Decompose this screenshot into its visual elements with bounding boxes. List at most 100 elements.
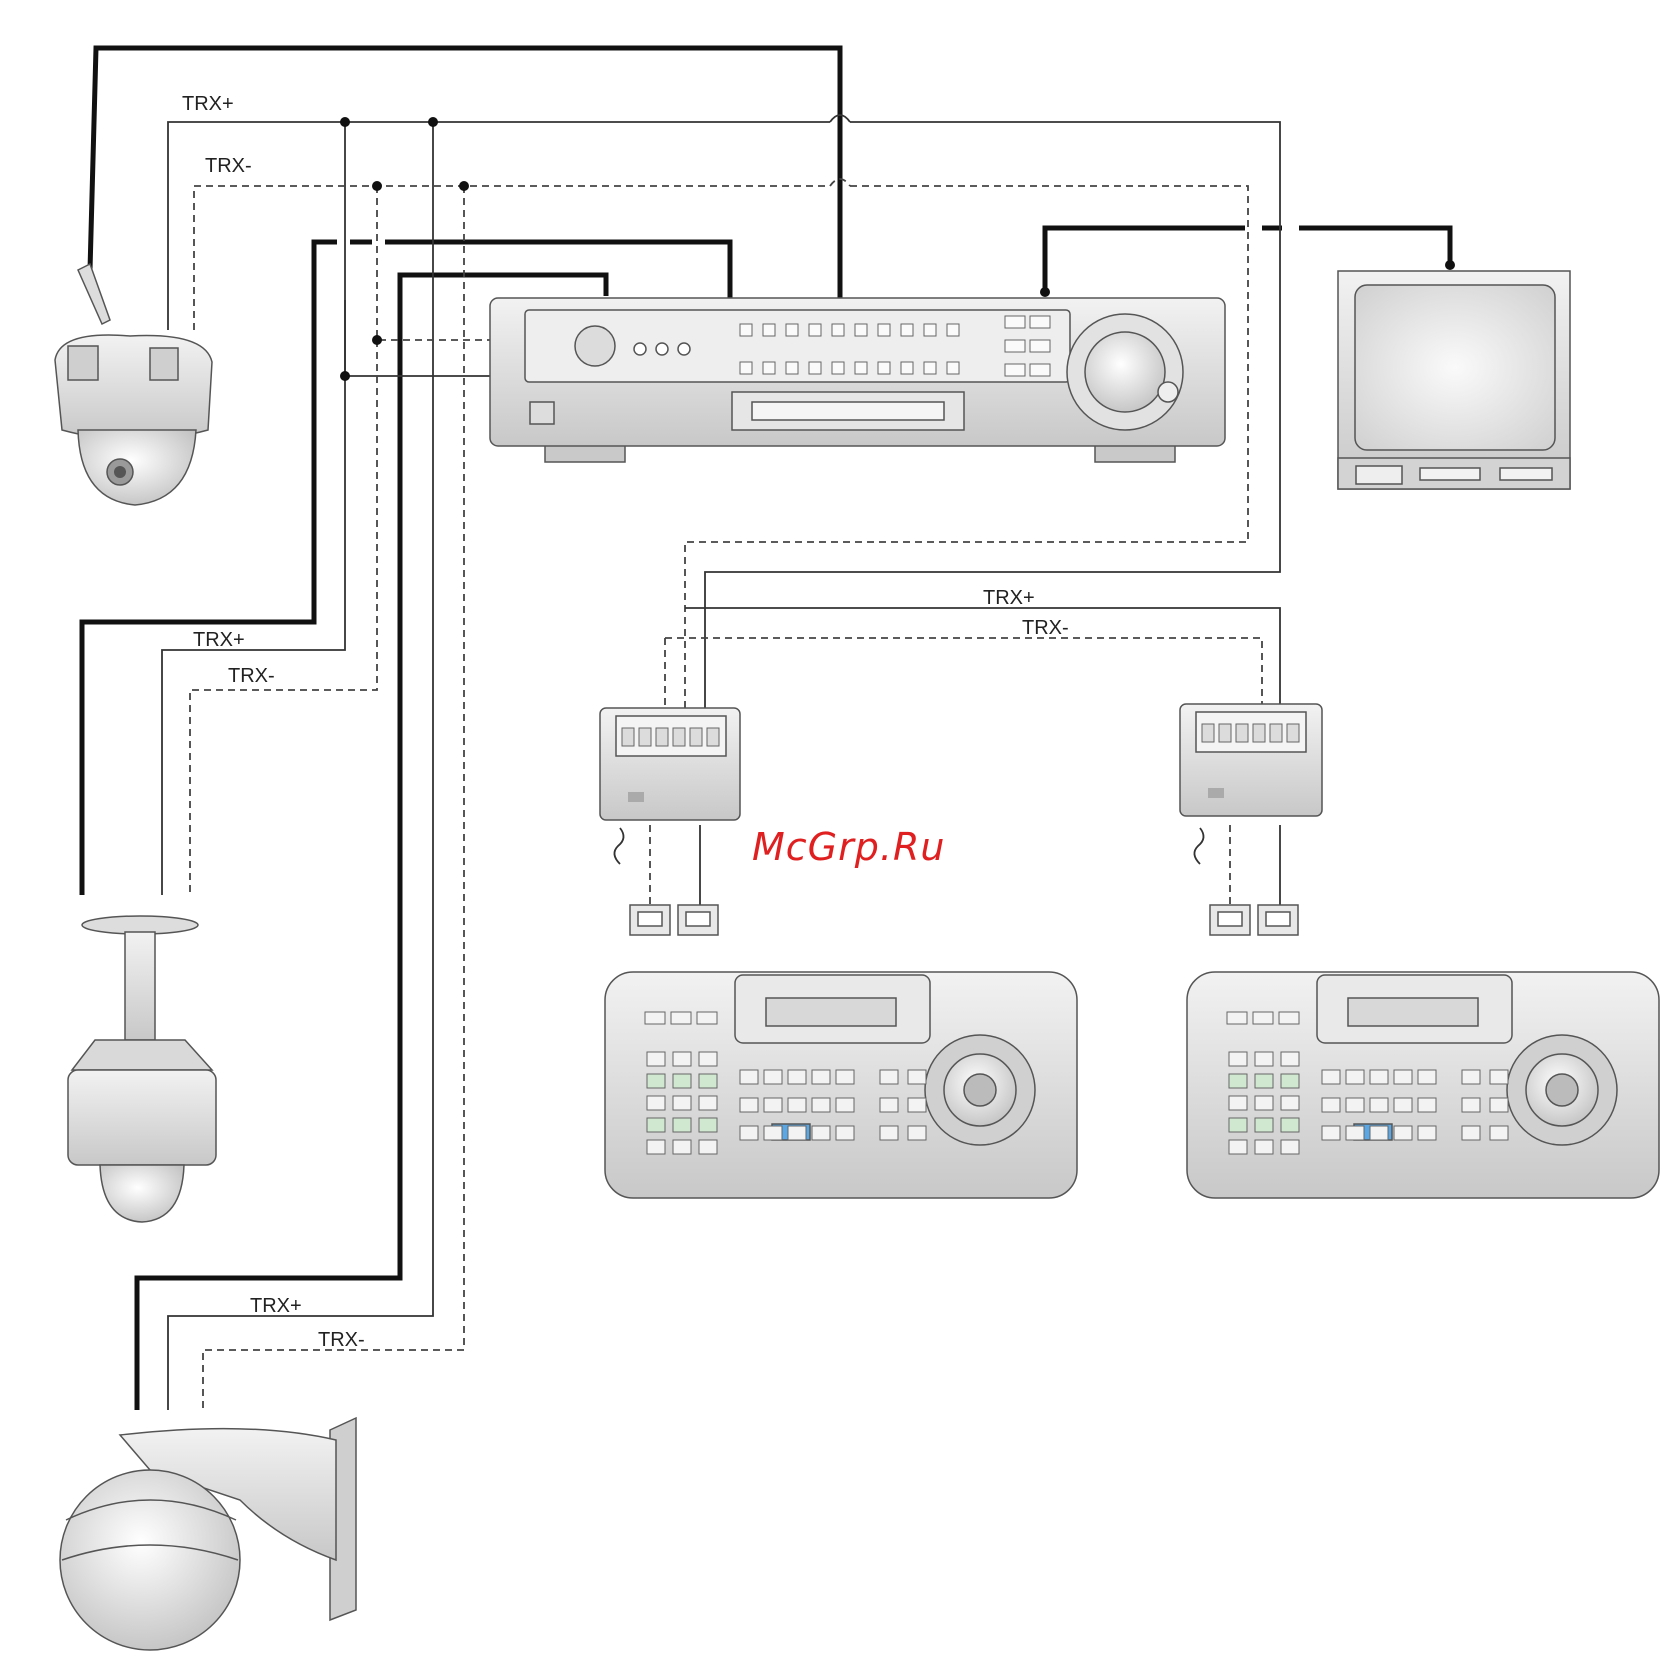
keyboard-key [1462,1126,1480,1140]
dvr-button [740,324,752,336]
keyboard-key [764,1070,782,1084]
keyboard-key [908,1126,926,1140]
dvr-button [763,324,775,336]
dvr-button [1030,340,1050,352]
trx-minus-label: TRX- [1022,617,1069,639]
terminal-box-icon [1180,704,1322,816]
keyboard-key [1370,1070,1388,1084]
terminal-screw [1236,724,1248,742]
keyboard-key [673,1074,691,1088]
trx-minus-bus [194,186,1248,714]
dvr-button [924,324,936,336]
trx-minus-keyboard2 [665,638,1262,705]
keyboard-key [1346,1070,1364,1084]
keyboard-key [788,1126,806,1140]
junction-dot [372,335,382,345]
trx-minus-label: TRX- [318,1329,365,1351]
keyboard-key [764,1098,782,1112]
trx-plus-camera3 [168,122,433,1410]
keyboard-key [1255,1118,1273,1132]
junction-dot [340,117,350,127]
dvr-button [786,324,798,336]
keyboard-key [1229,1096,1247,1110]
dvr-button [947,362,959,374]
keyboard-key [1462,1098,1480,1112]
keyboard-key [699,1140,717,1154]
keyboard-key [1322,1126,1340,1140]
keyboard-key [1394,1098,1412,1112]
keyboard-key [788,1070,806,1084]
keyboard-key [812,1098,830,1112]
terminal-screw [673,728,685,746]
terminal-screw [656,728,668,746]
keyboard-key [1279,1012,1299,1024]
monitor-icon [1338,271,1570,489]
junction-dot [1040,287,1050,297]
keyboard-key [1346,1098,1364,1112]
dvr-button [855,324,867,336]
keyboard-key [880,1126,898,1140]
junction-dot [340,371,350,381]
dvr-button [947,324,959,336]
keyboard-key [1490,1126,1508,1140]
dvr-recorder-icon [490,298,1225,462]
keyboard-key [1418,1126,1436,1140]
keyboard-key [697,1012,717,1024]
keyboard-key [671,1012,691,1024]
keyboard-key [740,1070,758,1084]
junction-dot [1445,260,1455,270]
wall-mount-dome-camera-icon [60,1418,356,1650]
keyboard-key [1281,1140,1299,1154]
keyboard-key [1490,1070,1508,1084]
keyboard-key [836,1098,854,1112]
watermark: McGrp.Ru [752,825,945,869]
keyboard-key [1229,1074,1247,1088]
dvr-button [832,362,844,374]
keyboard-key [1322,1070,1340,1084]
keyboard-key [764,1126,782,1140]
keyboard-key [1394,1126,1412,1140]
keyboard-key [673,1096,691,1110]
keyboard-key [1370,1126,1388,1140]
dvr-button [855,362,867,374]
keyboard-key [836,1126,854,1140]
keyboard-key [1281,1052,1299,1066]
keyboard-key [1229,1052,1247,1066]
keyboard-key [880,1098,898,1112]
dvr-button [1005,340,1025,352]
keyboard-key [740,1098,758,1112]
keyboard-key [1281,1074,1299,1088]
dvr-button [809,324,821,336]
keyboard-key [647,1140,665,1154]
keyboard-key [1281,1096,1299,1110]
keyboard-key [1255,1074,1273,1088]
keyboard-key [740,1126,758,1140]
keyboard-key [673,1052,691,1066]
keyboard-key [1370,1098,1388,1112]
dvr-button [924,362,936,374]
trx-plus-label: TRX+ [250,1295,302,1317]
keyboard-key [673,1118,691,1132]
keyboard-key [1346,1126,1364,1140]
control-keyboard-icon [605,972,1077,1198]
keyboard-key [699,1074,717,1088]
terminal-screw [1253,724,1265,742]
keyboard-key [1229,1118,1247,1132]
terminal-screw [1219,724,1231,742]
keyboard-key [1227,1012,1247,1024]
keyboard-key [880,1070,898,1084]
trx-plus-label: TRX+ [983,587,1035,609]
dvr-button [1030,316,1050,328]
dvr-button [901,362,913,374]
terminal-screw [1202,724,1214,742]
dvr-button [878,324,890,336]
trx-minus-label: TRX- [228,665,275,687]
keyboard-key [1418,1070,1436,1084]
terminal-screw [707,728,719,746]
dvr-button [763,362,775,374]
keyboard-key [647,1052,665,1066]
keyboard-key [673,1140,691,1154]
keyboard-key [645,1012,665,1024]
control-keyboard-icon [1187,972,1659,1198]
